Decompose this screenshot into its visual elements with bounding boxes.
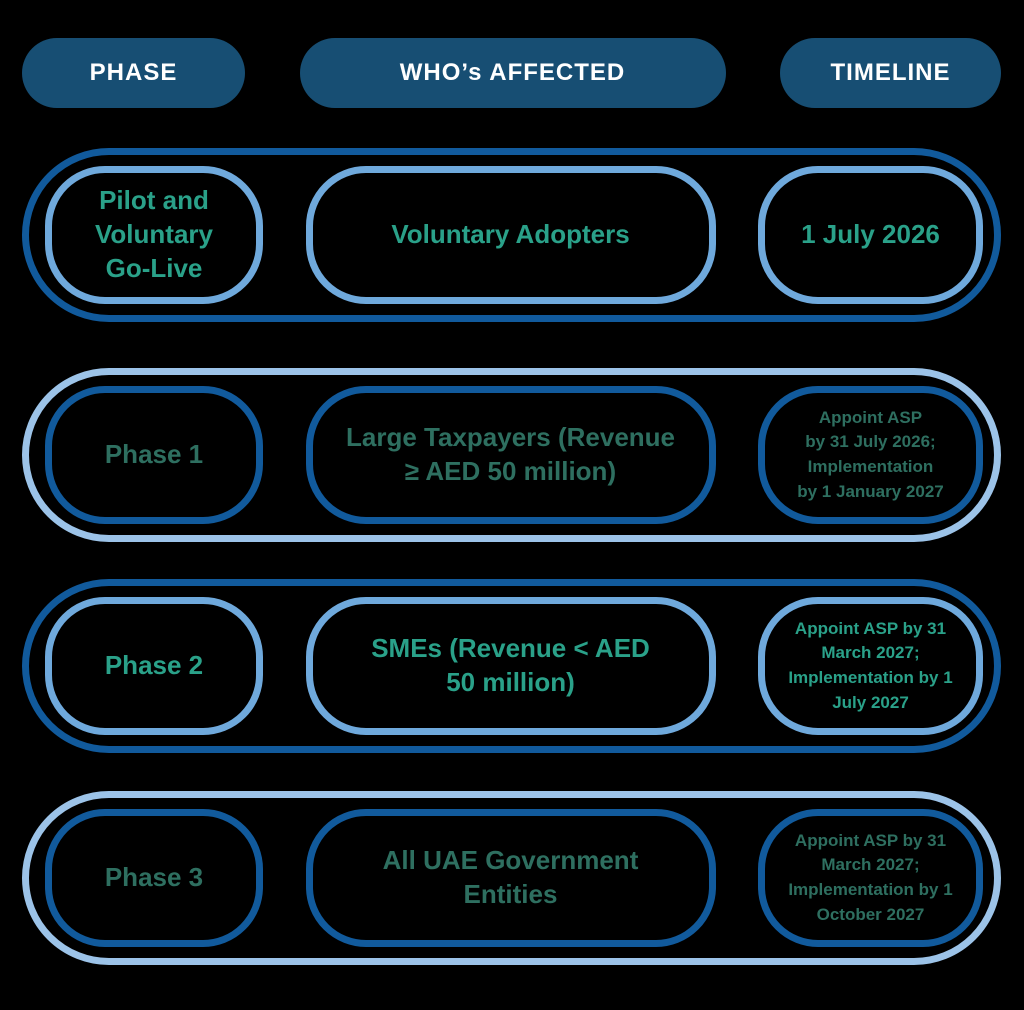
row-phase-1: Phase 1 Large Taxpayers (Revenue ≥ AED 5… (22, 368, 1001, 542)
header-whos-affected-label: WHO’s AFFECTED (399, 59, 626, 86)
header-pill-whos-affected: WHO’s AFFECTED (299, 38, 726, 108)
phase-text: Pilot and Voluntary Go-Live (95, 185, 213, 283)
affected-text: SMEs (Revenue < AED 50 million) (371, 633, 650, 697)
timeline-text: Appoint ASP by 31 March 2027; Implementa… (788, 830, 953, 924)
affected-text: Large Taxpayers (Revenue ≥ AED 50 millio… (346, 422, 675, 486)
timeline-text: Appoint ASP by 31 July 2026; Implementat… (797, 407, 944, 501)
header-pill-phase: PHASE (22, 38, 245, 108)
affected-cell: Large Taxpayers (Revenue ≥ AED 50 millio… (305, 386, 716, 524)
row-phase-2: Phase 2 SMEs (Revenue < AED 50 million) … (22, 579, 1001, 753)
phase-text: Phase 3 (104, 862, 204, 893)
phase-cell: Phase 3 (45, 809, 263, 947)
affected-cell: Voluntary Adopters (305, 166, 716, 304)
timeline-cell: Appoint ASP by 31 March 2027; Implementa… (758, 809, 983, 947)
phase-cell: Phase 2 (45, 597, 263, 735)
phase-cell: Pilot and Voluntary Go-Live (45, 166, 263, 304)
timeline-text: 1 July 2026 (801, 219, 940, 250)
header-timeline-label: TIMELINE (830, 59, 951, 86)
phase-text: Phase 1 (104, 439, 204, 470)
phase-text: Phase 2 (104, 650, 204, 681)
header-pill-timeline: TIMELINE (780, 38, 1001, 108)
timeline-cell: 1 July 2026 (758, 166, 983, 304)
header-row: PHASE WHO’s AFFECTED TIMELINE (22, 38, 1001, 108)
row-pilot-voluntary-go-live: Pilot and Voluntary Go-Live Voluntary Ad… (22, 148, 1001, 322)
phase-cell: Phase 1 (45, 386, 263, 524)
affected-cell: All UAE Government Entities (305, 809, 716, 947)
timeline-text: Appoint ASP by 31 March 2027; Implementa… (788, 618, 953, 712)
timeline-cell: Appoint ASP by 31 March 2027; Implementa… (758, 597, 983, 735)
row-phase-3: Phase 3 All UAE Government Entities Appo… (22, 791, 1001, 965)
affected-text: All UAE Government Entities (382, 845, 639, 909)
timeline-cell: Appoint ASP by 31 July 2026; Implementat… (758, 386, 983, 524)
affected-cell: SMEs (Revenue < AED 50 million) (305, 597, 716, 735)
header-phase-label: PHASE (89, 59, 178, 86)
affected-text: Voluntary Adopters (391, 219, 630, 250)
